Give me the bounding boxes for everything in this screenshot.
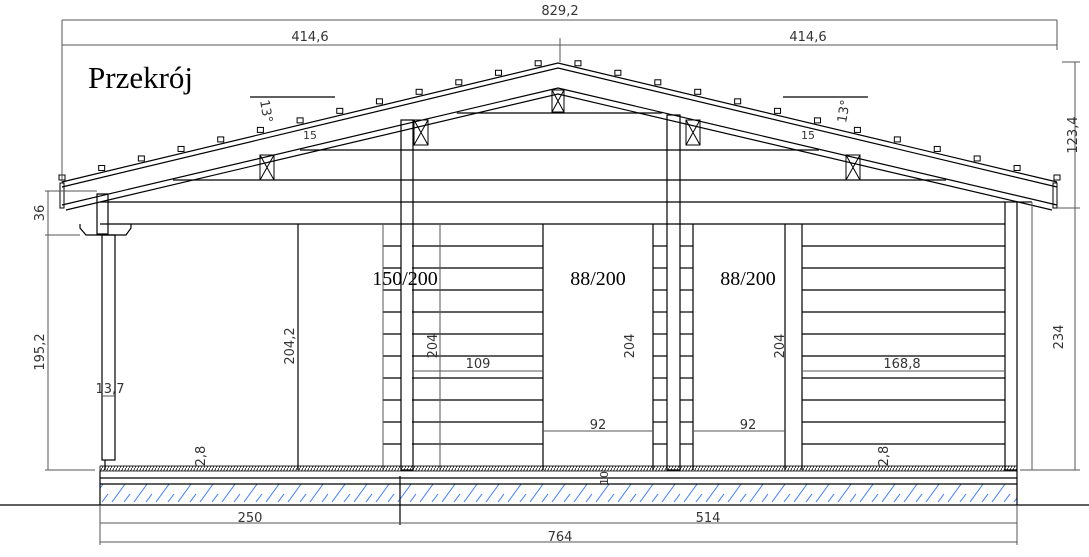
roof-batten <box>774 107 782 114</box>
roof-batten <box>217 136 225 143</box>
roof-batten <box>98 164 106 171</box>
dim-door-height-1: 204 <box>426 334 441 359</box>
dim-door-height-3: 204 <box>773 334 788 359</box>
dim-total-top: 829,2 <box>541 4 578 19</box>
roof-batten <box>614 69 622 76</box>
dim-half-right: 414,6 <box>789 30 826 45</box>
fascia-right <box>1052 182 1058 209</box>
dimension-lines <box>45 19 1080 545</box>
dim-eave: 36 <box>33 205 48 222</box>
roof-batten <box>296 117 304 124</box>
dim-base-left: 250 <box>238 511 263 526</box>
dim-floor-step: 10 <box>598 471 611 485</box>
roof-batten <box>893 136 901 143</box>
roof-battens <box>58 60 1061 181</box>
structure <box>0 114 1089 525</box>
roof-thick-left: 15 <box>303 129 317 142</box>
dim-post-height: 195,2 <box>33 333 48 370</box>
wall-logs <box>172 112 1005 445</box>
roof-batten <box>375 98 383 105</box>
dim-door-height-2: 204 <box>623 334 638 359</box>
dim-92-b: 92 <box>740 418 757 433</box>
roof-batten <box>813 117 821 124</box>
wall-partition-2 <box>666 114 681 471</box>
dim-wall-height: 234 <box>1052 325 1067 350</box>
roof-batten <box>1053 174 1061 181</box>
roof-batten <box>415 88 423 95</box>
dim-109: 109 <box>466 357 491 372</box>
wall-partition-1 <box>400 119 414 471</box>
dim-inner-height: 204,2 <box>283 327 298 364</box>
roof-batten <box>137 155 145 162</box>
roof-batten <box>256 126 264 133</box>
post-left <box>101 234 116 461</box>
roof-batten <box>336 107 344 114</box>
door-label-3: 88/200 <box>720 268 776 290</box>
dim-roof-height: 123,4 <box>1066 116 1081 153</box>
dim-half-left: 414,6 <box>291 30 328 45</box>
door-label-2: 88/200 <box>570 268 626 290</box>
dim-92-a: 92 <box>590 418 607 433</box>
purlins <box>259 89 861 181</box>
roof-batten <box>654 79 662 86</box>
roof-batten <box>177 145 185 152</box>
drawing-title: Przekrój <box>88 60 193 95</box>
floor <box>99 465 1018 472</box>
roof-batten <box>694 88 702 95</box>
foundation-hatch <box>100 484 1017 505</box>
roof-angle-left: 13° <box>256 99 275 124</box>
dim-floor-left: 2,8 <box>194 446 209 467</box>
wall-right <box>1004 201 1018 471</box>
dim-base-right: 514 <box>696 511 721 526</box>
fascia-left <box>59 182 65 209</box>
roof-batten <box>574 60 582 67</box>
dim-floor-right: 2,8 <box>877 446 892 467</box>
dim-post-width: 13,7 <box>96 382 125 397</box>
dim-168: 168,8 <box>883 357 920 372</box>
roof-angle-right: 13° <box>835 99 854 124</box>
dim-base-total: 764 <box>548 530 573 545</box>
roof <box>58 60 1061 211</box>
roof-batten <box>973 155 981 162</box>
roof-batten <box>455 79 463 86</box>
roof-batten <box>534 60 542 67</box>
roof-batten <box>494 69 502 76</box>
roof-batten <box>853 126 861 133</box>
roof-batten <box>933 145 941 152</box>
roof-batten <box>734 98 742 105</box>
roof-batten <box>1013 164 1021 171</box>
roof-thick-right: 15 <box>801 129 815 142</box>
door-label-1: 150/200 <box>372 268 438 290</box>
